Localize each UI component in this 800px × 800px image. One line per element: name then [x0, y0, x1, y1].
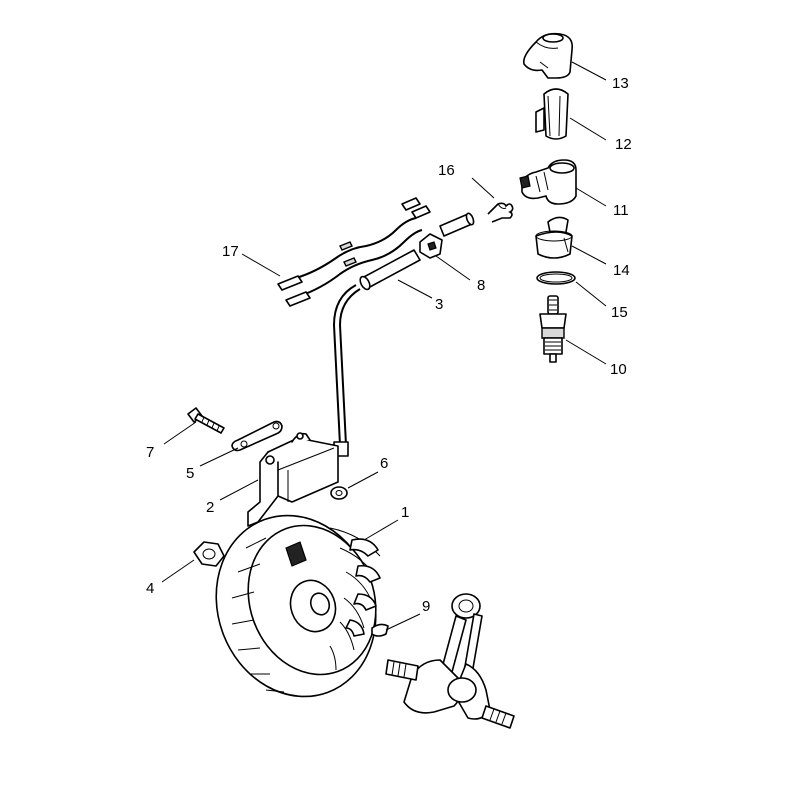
part-3-tube[interactable]	[358, 249, 421, 291]
callout-14: 14	[613, 262, 630, 279]
part-5-plate[interactable]	[231, 420, 283, 452]
callout-2: 2	[206, 499, 214, 516]
callout-11: 11	[613, 202, 629, 219]
part-1-flywheel[interactable]	[191, 493, 401, 719]
callout-10: 10	[610, 361, 627, 378]
part-9-woodruff-key[interactable]	[371, 623, 389, 637]
callout-5: 5	[186, 465, 194, 482]
part-2-ignition-coil[interactable]	[247, 432, 339, 527]
part-6-washer[interactable]	[330, 486, 348, 500]
callout-4: 4	[146, 580, 154, 597]
part-12-spring-sleeve[interactable]	[535, 88, 569, 140]
connector-tube-short[interactable]	[439, 212, 475, 237]
callout-12: 12	[615, 136, 632, 153]
callout-17: 17	[222, 243, 239, 260]
part-14-cap-boot[interactable]	[535, 216, 573, 259]
callout-13: 13	[612, 75, 629, 92]
callout-15: 15	[611, 304, 628, 321]
part-13-plug-cap-top[interactable]	[522, 32, 574, 79]
part-7-bolt[interactable]	[187, 407, 225, 434]
part-8-grommet[interactable]	[419, 233, 443, 259]
callout-16: 16	[438, 162, 455, 179]
callout-7: 7	[146, 444, 154, 461]
crankshaft	[385, 593, 515, 729]
callout-9: 9	[422, 598, 430, 615]
callout-8: 8	[477, 277, 485, 294]
part-17-wire-leads[interactable]	[277, 197, 431, 307]
part-4-nut[interactable]	[193, 541, 225, 567]
ignition-lead	[332, 284, 361, 457]
part-15-o-ring[interactable]	[536, 271, 576, 285]
leader-lines	[161, 61, 607, 631]
callout-3: 3	[435, 296, 443, 313]
part-16-spring[interactable]	[487, 202, 514, 223]
part-10-spark-plug[interactable]	[539, 295, 567, 363]
callout-1: 1	[401, 504, 409, 521]
callout-6: 6	[380, 455, 388, 472]
part-11-spark-plug-cap[interactable]	[519, 159, 577, 205]
